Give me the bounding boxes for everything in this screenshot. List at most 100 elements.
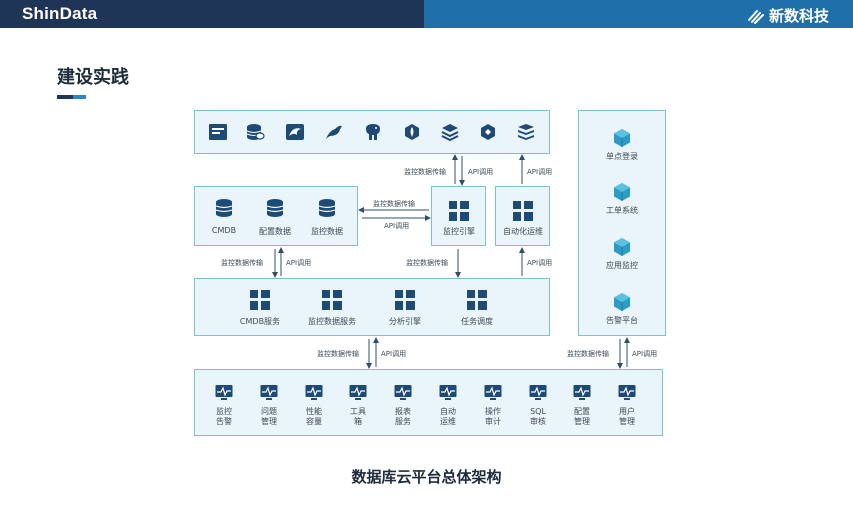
cmdb-service-grid-icon (250, 290, 270, 310)
service-label-analysis: 分析引擎 (389, 317, 421, 326)
arrow-label-monitor-data-1: 监控数据传输 (404, 168, 446, 176)
layers-icon (441, 124, 459, 141)
page-title: 建设实践 (57, 67, 129, 88)
company-logo: 新数科技 (747, 5, 829, 26)
monitor-pulse-icon (394, 385, 412, 400)
ibm-db2-icon (209, 124, 227, 140)
module-label: 报表服务 (388, 407, 418, 427)
monitor-pulse-icon (305, 385, 323, 400)
arrow-label-api-6: API调用 (381, 350, 407, 358)
cube-icon (614, 293, 630, 311)
module-label-line: 审核 (530, 417, 546, 426)
arrow-label-api-2: API调用 (527, 168, 553, 176)
module-label-line: 工具 (350, 407, 366, 416)
module-label-line: 问题 (261, 407, 277, 416)
auto-ops-box (495, 186, 550, 246)
service-label-scheduler: 任务调度 (461, 317, 493, 326)
arrow-label-api-1: API调用 (468, 168, 494, 176)
monitor-engine-label: 监控引擎 (443, 227, 475, 236)
monitor-engine-grid-icon (449, 201, 469, 221)
mongodb-leaf-icon (405, 124, 419, 140)
monitor-pulse-icon (573, 385, 591, 400)
module-label-line: 箱 (354, 417, 362, 426)
monitor-engine-box (431, 186, 486, 246)
postgresql-elephant-icon (366, 124, 380, 140)
monitor-data-service-grid-icon (322, 290, 342, 310)
arrow-label-api-7: API调用 (632, 350, 658, 358)
monitor-pulse-icon (215, 385, 233, 400)
module-label: 自动运维 (433, 407, 463, 427)
cmdb-database-icon (215, 199, 233, 217)
module-label-line: 用户 (619, 407, 635, 416)
cube-icon (614, 129, 630, 147)
module-label-line: 自动 (440, 407, 456, 416)
module-label-line: 性能 (306, 407, 322, 416)
module-label-line: 审计 (485, 417, 501, 426)
service-label-cmdb: CMDB服务 (239, 317, 281, 326)
auto-ops-grid-icon (513, 201, 533, 221)
monitor-pulse-icon (439, 385, 457, 400)
monitor-pulse-icon (618, 385, 636, 400)
title-underline-blue (73, 95, 86, 99)
brand-logo-text: ShinData (22, 4, 98, 23)
cube-icon (614, 183, 630, 201)
arrow-label-api-5: API调用 (527, 259, 553, 267)
monitor-pulse-icon (260, 385, 278, 400)
arrow-label-monitor-data-3: 监控数据传输 (221, 259, 263, 267)
arrow-label-api-4: API调用 (286, 259, 312, 267)
sidebar-item-label: 告警平台 (606, 316, 638, 325)
hexagon-db-icon (481, 124, 495, 140)
module-label: 操作审计 (478, 407, 508, 427)
title-underline-dark (57, 95, 73, 99)
module-label: 配置管理 (567, 407, 597, 427)
module-label-line: 报表 (395, 407, 411, 416)
stacked-db-icon (518, 124, 534, 140)
mariadb-seal-icon (326, 125, 342, 139)
services-box (194, 278, 550, 336)
module-label-line: 监控 (216, 407, 232, 416)
module-label: 监控告警 (209, 407, 239, 427)
service-label-monitor-data: 监控数据服务 (308, 317, 356, 326)
module-label-line: 操作 (485, 407, 501, 416)
company-name: 新数科技 (768, 7, 829, 25)
modules-box (194, 369, 663, 436)
mysql-dolphin-icon (286, 124, 304, 140)
auto-ops-label: 自动化运维 (503, 227, 543, 236)
data-store-label-cmdb: CMDB (211, 226, 237, 235)
module-label-line: SQL (530, 407, 546, 416)
module-label-line: 容量 (306, 417, 322, 426)
module-label: 问题管理 (254, 407, 284, 427)
module-label: 性能容量 (299, 407, 329, 427)
arrow-label-api-3: API调用 (384, 222, 410, 230)
arrow-label-monitor-data-6: 监控数据传输 (567, 350, 609, 358)
header-blue-band (424, 0, 853, 28)
module-label: 用户管理 (612, 407, 642, 427)
header-dark-band (0, 0, 424, 28)
module-label-line: 运维 (440, 417, 456, 426)
data-store-label-monitor: 监控数据 (311, 227, 343, 236)
config-data-database-icon (266, 199, 284, 217)
module-label-line: 管理 (261, 417, 277, 426)
monitor-pulse-icon (529, 385, 547, 400)
module-label-line: 管理 (574, 417, 590, 426)
company-logo-icon (747, 9, 764, 24)
sidebar-item-label: 工单系统 (606, 206, 638, 215)
monitor-pulse-icon (484, 385, 502, 400)
sidebar-item-label: 单点登录 (606, 152, 638, 161)
monitor-pulse-icon (349, 385, 367, 400)
module-label: 工具箱 (343, 407, 373, 427)
module-label-line: 管理 (619, 417, 635, 426)
monitor-data-database-icon (318, 199, 336, 217)
module-label-line: 配置 (574, 407, 590, 416)
sidebar-item-label: 应用监控 (606, 261, 638, 270)
database-stack-icon (246, 124, 265, 140)
module-label-line: 告警 (216, 417, 232, 426)
module-label-line: 服务 (395, 417, 411, 426)
arrow-label-monitor-data-2: 监控数据传输 (373, 200, 415, 208)
data-store-label-config: 配置数据 (259, 227, 291, 236)
diagram-caption: 数据库云平台总体架构 (351, 468, 502, 486)
arrow-label-monitor-data-4: 监控数据传输 (406, 259, 448, 267)
task-scheduler-grid-icon (467, 290, 487, 310)
arrow-label-monitor-data-5: 监控数据传输 (317, 350, 359, 358)
